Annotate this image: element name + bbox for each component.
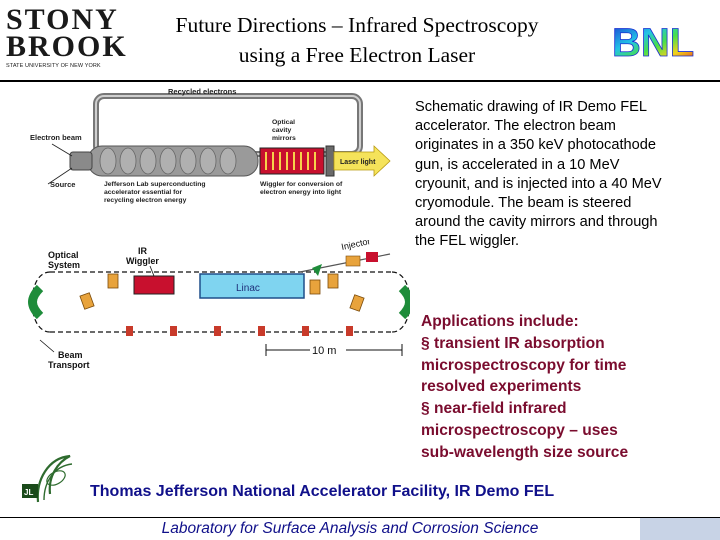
accelerator-cells	[99, 147, 237, 175]
applications-line: sub-wavelength size source	[421, 443, 629, 461]
optical-cavity-label-2: cavity	[272, 127, 291, 134]
left-arc-magnet	[28, 284, 44, 320]
wiggler-magnets	[265, 152, 316, 170]
schematic-description: Schematic drawing of IR Demo FEL acceler…	[415, 98, 715, 252]
ir-wiggler-label-2: Wiggler	[126, 256, 159, 266]
logo-line-1: STONY	[6, 3, 119, 36]
bnl-logo-text: BNL	[612, 21, 694, 62]
stony-brook-logo: STONY BROOK STATE UNIVERSITY OF NEW YORK	[6, 3, 128, 74]
optical-system-label-2: System	[48, 260, 80, 270]
optical-cavity-label-1: Optical	[272, 119, 295, 126]
ir-wiggler-label-1: IR	[138, 246, 148, 256]
quad-magnets	[126, 326, 353, 336]
jl-badge-text: JL	[24, 488, 33, 497]
description-line: around the cavity mirrors and through	[415, 214, 658, 231]
applications-line: resolved experiments	[421, 378, 582, 396]
wiggler-block	[259, 147, 325, 175]
ir-wiggler-block	[133, 275, 175, 295]
jl-badge	[22, 484, 38, 498]
applications-list: Applications include: § transient IR abs…	[421, 311, 711, 464]
beam-transport-label-1: Beam	[58, 350, 83, 360]
page-title: Future Directions – Infrared Spectroscop…	[122, 10, 592, 70]
recycled-electrons-label: Recycled electrons	[168, 87, 236, 96]
jlab-label-1: Jefferson Lab superconducting	[104, 181, 206, 188]
description-line: cryomodule. The beam is steered	[415, 195, 632, 212]
applications-line: § near-field infrared	[421, 400, 567, 418]
logo-tagline: STATE UNIVERSITY OF NEW YORK	[6, 63, 101, 69]
footer-text: Laboratory for Surface Analysis and Corr…	[161, 520, 539, 537]
footer-accent-bar	[640, 518, 720, 540]
bnl-logo: BNL	[612, 21, 695, 62]
jefferson-lab-logo: JL	[22, 454, 73, 503]
applications-heading: Applications include:	[421, 313, 579, 330]
description-line: originates in a 350 keV photocathode	[415, 137, 656, 154]
header-rule	[0, 80, 720, 82]
applications-line: § transient IR absorption	[421, 334, 605, 352]
title-line-1: Future Directions – Infrared Spectroscop…	[175, 13, 539, 37]
injector-gun	[366, 252, 378, 262]
description-line: gun, is accelerated in a 10 MeV	[415, 156, 620, 173]
source-label: Source	[50, 180, 75, 189]
injector-magnet	[312, 264, 322, 276]
recycle-loop-highlight	[95, 95, 361, 155]
laser-light-arrow	[333, 145, 391, 177]
injector-module	[345, 255, 361, 267]
injector-label: Injector	[340, 240, 371, 252]
title-line-2: using a Free Electron Laser	[238, 43, 476, 67]
source-block	[69, 151, 93, 171]
applications-line: microspectroscopy for time	[421, 356, 627, 374]
optical-cavity-label-3: mirrors	[272, 135, 296, 142]
fel-schematic-bottom: Linac Injector Optical System IR Wiggler…	[28, 240, 410, 370]
wiggler-label-1: Wiggler for conversion of	[260, 181, 343, 188]
description-line: accelerator. The electron beam	[415, 118, 616, 135]
description-line: cryounit, and is injected into a 40 MeV	[415, 175, 662, 192]
description-line: Schematic drawing of IR Demo FEL	[415, 99, 647, 115]
right-arc-magnet	[398, 284, 410, 320]
scale-label: 10 m	[312, 345, 336, 357]
applications-line: microspectroscopy – uses	[421, 421, 618, 439]
optical-system-label-1: Optical	[48, 250, 79, 260]
electron-beam-label: Electron beam	[30, 133, 82, 142]
description-line: the FEL wiggler.	[415, 233, 520, 250]
linac-block	[199, 273, 305, 299]
linac-label: Linac	[236, 283, 260, 294]
steering-elements	[79, 273, 365, 312]
beam-transport-label-2: Transport	[48, 360, 90, 370]
fel-schematic-top: Recycled electrons Laser light Electron …	[30, 87, 391, 204]
jlab-label-3: recycling electron energy	[104, 197, 187, 204]
jlab-label-2: accelerator essential for	[104, 189, 183, 196]
footer-rule	[0, 517, 720, 518]
logo-line-2: BROOK	[6, 30, 128, 63]
credit-line: Thomas Jefferson National Accelerator Fa…	[90, 483, 555, 500]
wiggler-label-2: electron energy into light	[260, 189, 342, 196]
laser-light-label: Laser light	[340, 159, 376, 166]
cavity-mirror	[325, 145, 335, 177]
recycle-loop	[93, 93, 363, 157]
